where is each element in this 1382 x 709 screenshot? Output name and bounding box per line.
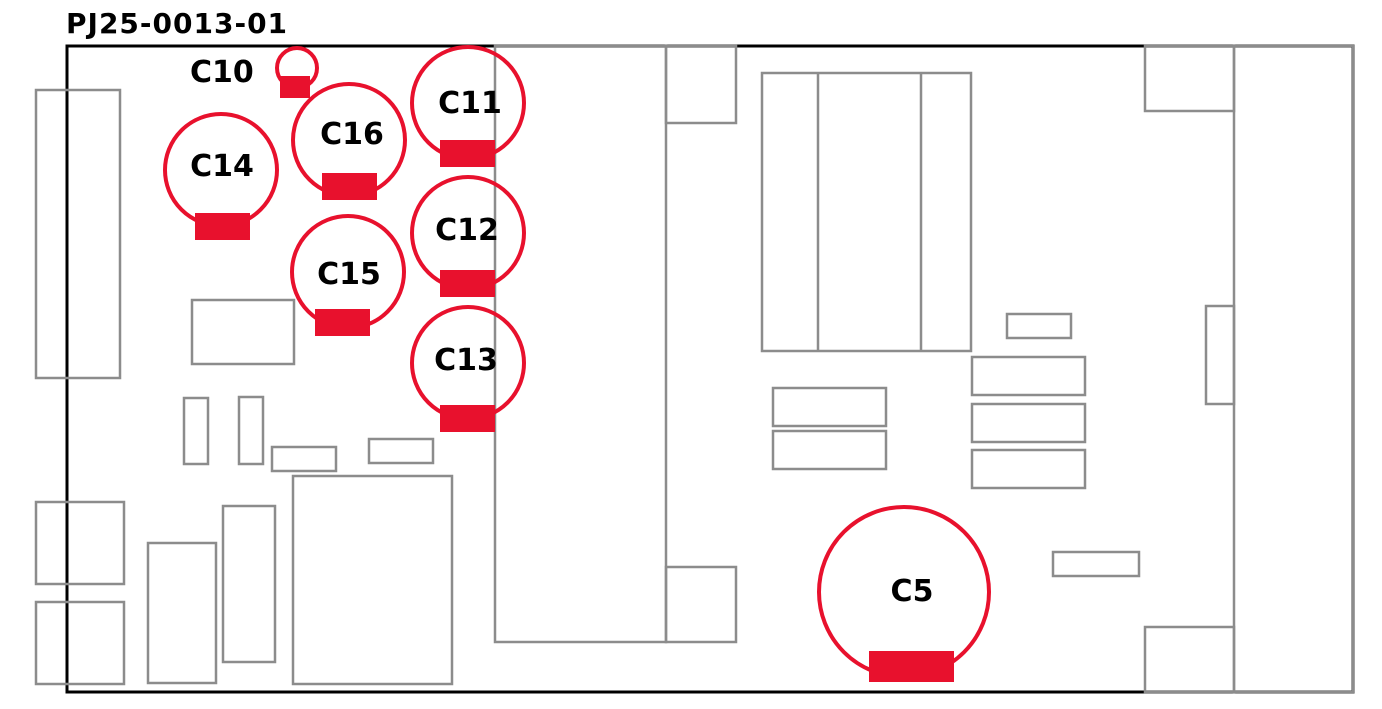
capacitor-pad-c10 [280,76,310,98]
right-tab-bottom [1143,625,1236,694]
left-connector [34,88,122,380]
capacitor-pad-c11 [440,140,495,167]
component-block [221,504,277,664]
component-block [771,386,888,428]
capacitor-pad-c15 [315,309,370,336]
center-module-tab-bottom [664,565,738,644]
small-component [367,437,435,465]
component-block [291,474,454,686]
capacitor-label-c16: C16 [320,117,384,152]
capacitor-label-c10: C10 [190,55,254,90]
component-block [190,298,296,366]
small-component [1005,312,1073,340]
small-component [182,396,210,466]
left-connector-lower [34,600,126,686]
capacitor-pad-c13 [440,405,495,432]
capacitor-pad-c16 [322,173,377,200]
small-component [1051,550,1141,578]
center-module [493,44,668,644]
component-block [970,355,1087,397]
capacitor-pad-c14 [195,213,250,240]
right-heatsink [1232,44,1355,694]
capacitor-label-c13: C13 [434,343,498,378]
board-title: PJ25-0013-01 [66,7,288,40]
center-module-tab-top [664,44,738,125]
small-component [270,445,338,473]
component-block [771,429,888,471]
right-tab-top [1143,44,1236,113]
small-component [237,395,265,466]
transformer [760,71,973,353]
component-block [970,402,1087,444]
capacitor-label-c14: C14 [190,149,254,184]
capacitor-label-c11: C11 [438,86,502,121]
component-block [146,541,218,685]
component-block [970,448,1087,490]
board-outline [65,44,1355,694]
capacitor-pad-c12 [440,270,495,297]
capacitor-label-c12: C12 [435,213,499,248]
capacitor-pad-c5 [869,651,954,682]
capacitor-label-c15: C15 [317,257,381,292]
capacitor-label-c5: C5 [891,574,934,609]
left-connector-upper [34,500,126,586]
right-connector [1204,304,1236,406]
